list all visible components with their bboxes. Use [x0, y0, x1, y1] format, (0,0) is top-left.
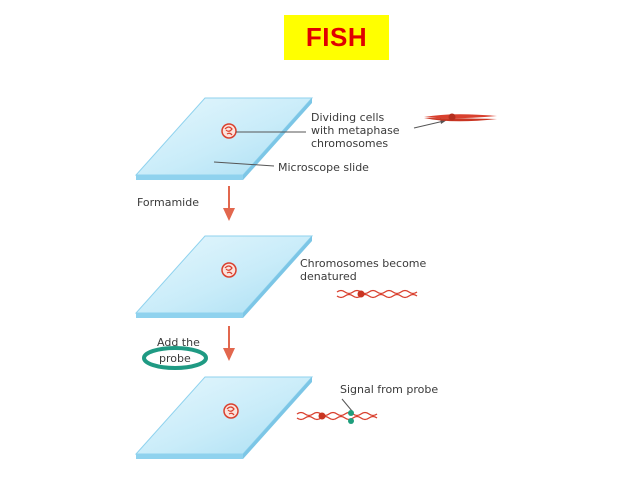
- pointer-line-chromosome: [413, 120, 445, 129]
- down-arrow-2: [223, 326, 235, 361]
- microscope-slide-3: [134, 376, 314, 459]
- label-chromosomes-denatured: Chromosomes become denatured: [300, 257, 430, 283]
- label-microscope-slide: Microscope slide: [278, 161, 369, 174]
- label-add-the: Add the: [157, 336, 200, 349]
- denatured-chromosome-icon: [336, 289, 418, 299]
- leader-line-slide: [213, 161, 275, 167]
- down-arrow-1: [223, 186, 235, 221]
- page-title: FISH: [305, 22, 368, 52]
- probe-signal-dots: [348, 410, 354, 424]
- label-signal-from-probe: Signal from probe: [340, 383, 438, 396]
- label-formamide: Formamide: [137, 196, 199, 209]
- probe-ring-icon: [142, 346, 208, 370]
- label-dividing-cells: Dividing cells with metaphase chromosome…: [311, 111, 403, 150]
- title-box: FISH: [284, 15, 389, 60]
- label-probe: probe: [159, 352, 191, 365]
- leader-line-signal: [341, 398, 353, 412]
- signal-chromosome-icon: [296, 411, 378, 421]
- microscope-slide-2: [134, 235, 314, 318]
- cell-icon-2: [221, 262, 237, 278]
- cell-icon-3: [223, 403, 239, 419]
- cell-icon-1: [221, 123, 237, 139]
- metaphase-chromosome-icon: [424, 113, 497, 122]
